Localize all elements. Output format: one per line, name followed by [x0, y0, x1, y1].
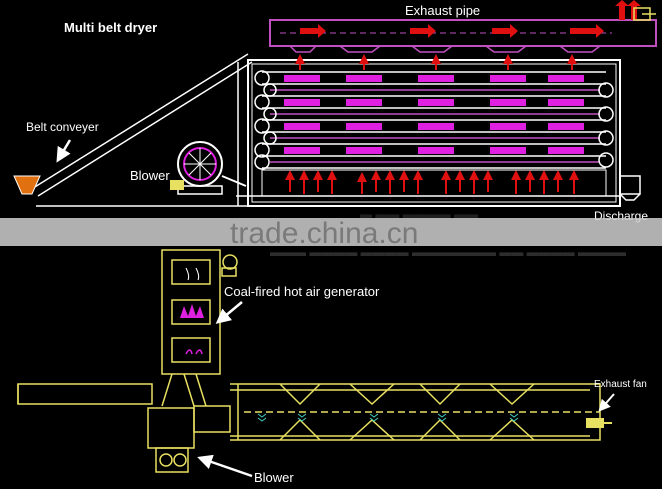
belt-tiers [262, 71, 606, 169]
blower-plan-icon [155, 447, 189, 473]
exhaust-flow-arrows [300, 24, 604, 38]
exhaust-up-arrows [615, 0, 641, 20]
obscured-caption: ▬ ▬▬ ▬▬▬▬ ▬▬ [360, 207, 478, 221]
hot-air-arrows [285, 170, 579, 194]
diagram-title: Multi belt dryer [64, 20, 157, 35]
plan-view: Coal-fired hot air generator [17, 249, 647, 485]
exhaust-fan-label: Exhaust fan [594, 379, 647, 390]
exhaust-fan-pointer [598, 393, 615, 412]
exhaust-pipe [269, 0, 657, 53]
hot-air-plenum [261, 169, 607, 197]
dryer-body [236, 54, 621, 207]
belt-pads [284, 75, 584, 154]
hot-air-ducts [270, 89, 600, 163]
hot-air-generator-pointer [215, 301, 243, 324]
hopper-icon [13, 175, 41, 195]
side-elevation: Multi belt dryer [13, 0, 657, 223]
blower-top-label: Blower [130, 168, 170, 183]
plan-flow-marks [257, 413, 519, 422]
blower-bottom-pointer [197, 454, 253, 478]
obscured-caption-2: ▬▬▬ ▬▬▬▬ ▬▬▬▬ ▬▬▬▬▬▬▬ ▬▬ ▬▬▬▬ ▬▬▬▬ [270, 245, 626, 259]
hot-air-generator-label: Coal-fired hot air generator [224, 284, 380, 299]
dryer-plan-body [230, 383, 601, 441]
belt-conveyer [29, 53, 253, 207]
blower-fan-icon [170, 141, 247, 195]
watermark-band: trade.china.cn ▬▬▬ ▬▬▬▬ ▬▬▬▬ ▬▬▬▬▬▬▬ ▬▬ … [0, 217, 662, 259]
exhaust-fan-plan [586, 418, 612, 428]
belt-conveyer-pointer [56, 139, 72, 163]
flame-icon [180, 304, 204, 355]
top-tier-up-arrows [295, 54, 577, 70]
blower-bottom-label: Blower [254, 470, 294, 485]
plan-conveyor [17, 373, 231, 449]
belt-pulleys [254, 70, 614, 170]
belt-conveyer-label: Belt conveyer [26, 120, 99, 134]
watermark-text: trade.china.cn [230, 217, 418, 250]
exhaust-pipe-label: Exhaust pipe [405, 3, 480, 18]
discharge-hopper [619, 175, 641, 201]
exhaust-hoods [289, 45, 601, 53]
